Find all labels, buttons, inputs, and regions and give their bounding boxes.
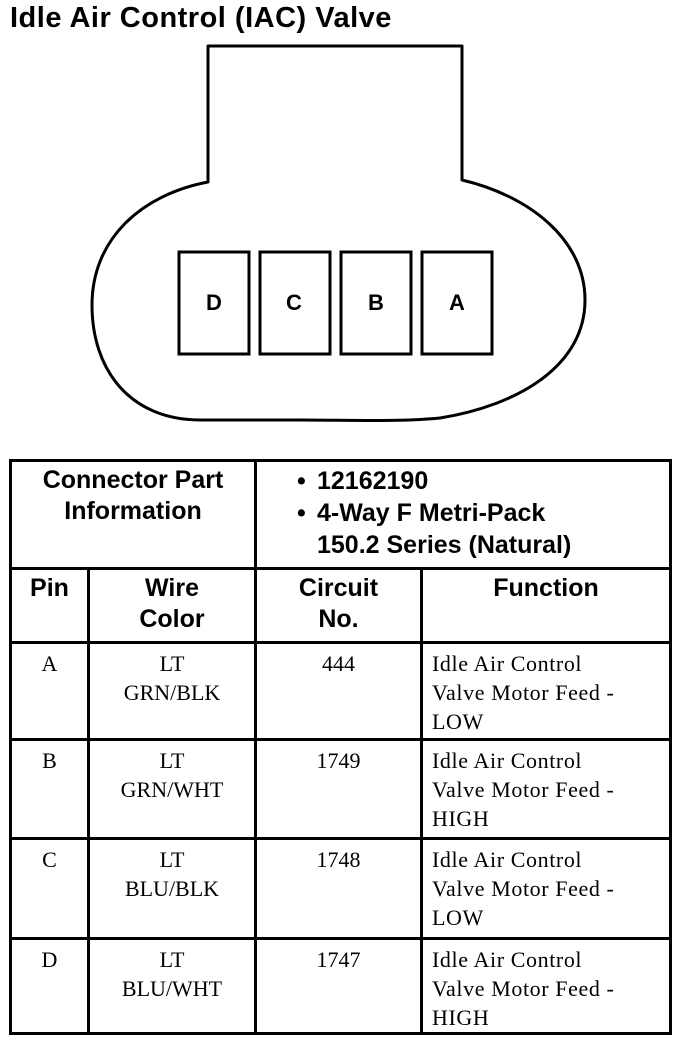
table-row: A LT GRN/BLK 444 Idle Air Control Valve … [9,641,673,741]
function-line-3: HIGH [432,806,490,831]
function-line-1: Idle Air Control [432,651,583,676]
function-line-2: Valve Motor Feed - [432,876,615,901]
page-title: Idle Air Control (IAC) Valve [10,2,392,34]
pin-cavity-d: D [177,250,251,356]
header-pin: Pin [9,567,90,644]
function-line-3: LOW [432,905,484,930]
function-line-2: Valve Motor Feed - [432,680,615,705]
header-pin-text: Pin [30,574,69,602]
pin-cell: A [9,641,90,741]
circuit-cell: 444 [254,641,423,741]
wire-color-cell: LT GRN/WHT [87,738,257,840]
bullet-icon: • [297,467,306,495]
part-info-values: • 12162190 • 4-Way F Metri-Pack 150.2 Seri… [253,459,673,570]
connector-type-text: 4-Way F Metri-Pack [317,499,546,527]
connector-info-table: Connector Part Information • 12162190 • 4-… [9,459,673,1035]
connector-diagram: D C B A [90,44,587,422]
function-line-2: Valve Motor Feed - [432,976,615,1001]
connector-type: • 4-Way F Metri-Pack [297,497,669,529]
wire-color-line-1: LT [159,847,185,872]
connector-outline [90,44,587,422]
header-circuit-line-2: No. [318,605,359,633]
function-line-2: Valve Motor Feed - [432,777,615,802]
function-cell: Idle Air Control Valve Motor Feed - LOW [419,837,673,940]
part-number: • 12162190 [297,465,669,497]
function-cell: Idle Air Control Valve Motor Feed - HIGH [419,937,673,1035]
header-wire-color-line-2: Color [139,605,205,633]
part-info-label-line-1: Connector Part [42,466,224,494]
wire-color-line-2: GRN/WHT [120,777,224,802]
header-row: Pin Wire Color Circuit No. Function [9,567,673,644]
part-info-row: Connector Part Information • 12162190 • 4-… [9,459,673,570]
wire-color-line-2: BLU/WHT [121,976,223,1001]
bullet-icon: • [297,499,306,527]
function-cell: Idle Air Control Valve Motor Feed - HIGH [419,738,673,840]
header-wire-color: Wire Color [87,567,257,644]
pin-label-a: A [449,290,465,315]
pin-cavity-a: A [420,250,494,356]
wire-color-cell: LT BLU/WHT [87,937,257,1035]
function-line-3: HIGH [432,1005,490,1030]
function-line-3: LOW [432,709,484,734]
header-circuit: Circuit No. [254,567,423,644]
circuit-cell: 1749 [254,738,423,840]
table-row: B LT GRN/WHT 1749 Idle Air Control Valve… [9,738,673,840]
function-line-1: Idle Air Control [432,947,583,972]
connector-series: 150.2 Series (Natural) [317,531,572,559]
pin-cavity-b: B [339,250,413,356]
wire-color-cell: LT BLU/BLK [87,837,257,940]
circuit-cell: 1747 [254,937,423,1035]
pin-cell: C [9,837,90,940]
table-row: C LT BLU/BLK 1748 Idle Air Control Valve… [9,837,673,940]
header-function-text: Function [493,574,599,602]
pin-cell: B [9,738,90,840]
header-function: Function [419,567,673,644]
circuit-cell: 1748 [254,837,423,940]
wire-color-cell: LT GRN/BLK [87,641,257,741]
function-line-1: Idle Air Control [432,847,583,872]
part-number-text: 12162190 [317,467,429,495]
wire-color-line-2: GRN/BLK [123,680,221,705]
wire-color-line-1: LT [159,947,185,972]
pin-label-c: C [286,290,302,315]
pin-label-b: B [368,290,384,315]
pin-cell: D [9,937,90,1035]
table-row: D LT BLU/WHT 1747 Idle Air Control Valve… [9,937,673,1035]
part-info-label-line-2: Information [64,497,202,525]
header-wire-color-line-1: Wire [145,574,199,602]
wire-color-line-1: LT [159,748,185,773]
part-info-label: Connector Part Information [9,459,257,570]
wire-color-line-2: BLU/BLK [124,876,220,901]
pin-cavity-c: C [258,250,332,356]
function-cell: Idle Air Control Valve Motor Feed - LOW [419,641,673,741]
wire-color-line-1: LT [159,651,185,676]
function-line-1: Idle Air Control [432,748,583,773]
pin-label-d: D [206,290,222,315]
header-circuit-line-1: Circuit [298,574,379,602]
